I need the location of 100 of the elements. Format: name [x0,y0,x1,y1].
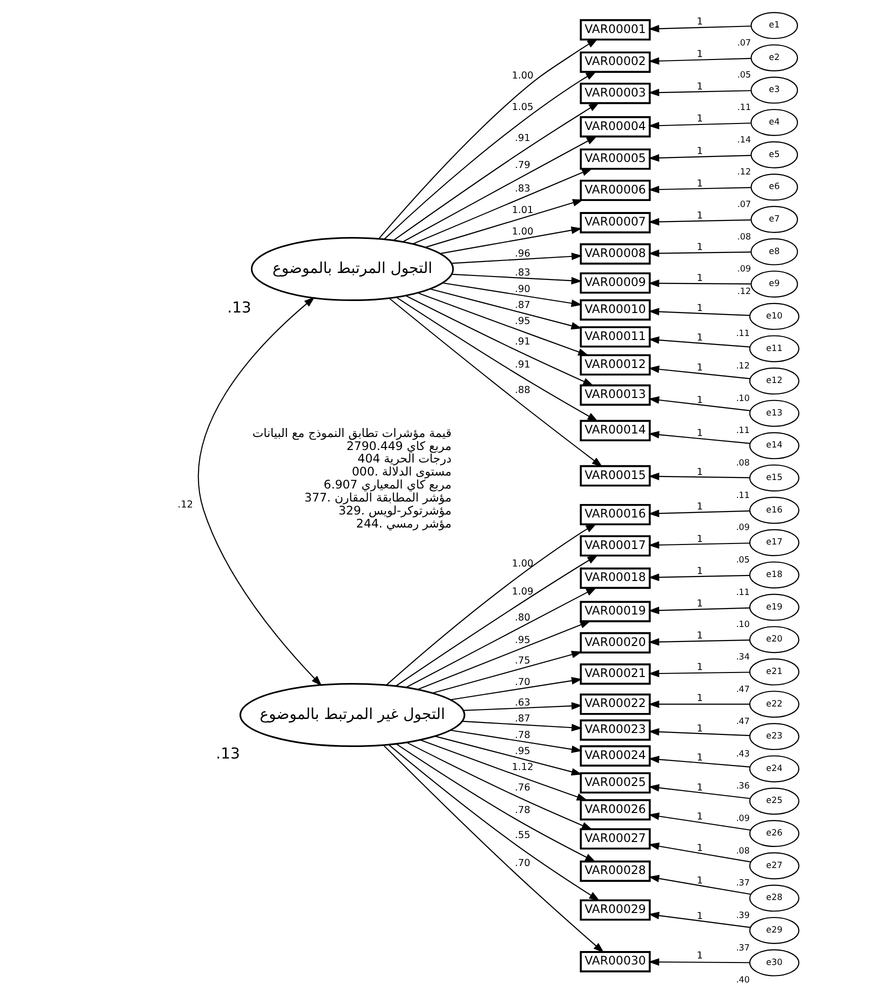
label: قيمة مؤشرات تطابق النموذج مع البيانات [252,426,451,440]
node-box: VAR00025 [579,772,650,794]
node-label: .12 [736,287,750,298]
arrow [392,102,600,241]
arrow [648,57,750,65]
arrow [648,24,750,32]
arrow [648,366,750,380]
edge-label: .79 [514,160,530,171]
node-label: .37 [736,878,750,889]
node-ellipse: e30 [748,949,799,976]
node-label: .11 [736,103,750,114]
edge-label: 1 [696,782,702,794]
node-box: VAR00007 [579,212,650,234]
arrow [198,296,322,686]
arrow [648,700,750,708]
edge-label: .55 [514,830,530,842]
arrow [378,38,598,239]
node-ellipse: e26 [748,820,799,847]
arrow [402,136,597,242]
node-box: VAR00002 [579,52,650,73]
label: مربع كاي المعياري 6.907 [323,478,451,492]
arrow [648,912,750,928]
edge-label: 1.05 [511,102,533,113]
edge-label: 1.00 [511,558,533,570]
arrow [648,670,750,678]
node-box: VAR00006 [579,180,650,202]
node-ellipse: e16 [748,496,799,524]
node-box: VAR00011 [579,326,650,348]
edge-label: 1.09 [511,586,533,598]
label: مربع كاي 2790.449 [346,438,451,453]
node-box: VAR00024 [579,745,650,767]
node-box: VAR00023 [579,719,650,741]
arrow [648,308,750,316]
node-label: .09 [736,264,750,275]
node-ellipse: e5 [750,141,798,168]
node-label: .10 [736,620,750,630]
node-ellipse: e19 [748,594,799,621]
node-ellipse: e3 [750,76,798,104]
node-box: VAR00026 [579,799,650,820]
edge-label: .12 [177,499,193,510]
edge-label: .78 [514,805,530,816]
node-box: VAR00029 [579,899,650,921]
node-label: .13 [215,744,240,762]
arrow [648,280,750,288]
arrow [432,650,582,694]
arrow [648,606,750,614]
arrow [648,728,750,736]
node-box: VAR00004 [579,116,650,138]
arrow [388,744,600,901]
arrow [648,396,750,412]
node-ellipse: e24 [748,755,799,782]
edge-label: 1 [696,178,702,190]
arrow [451,252,582,264]
node-label: .05 [736,555,750,566]
node-label: .47 [736,717,750,728]
node-label: .37 [736,943,750,954]
edge-label: 1 [696,875,702,886]
arrow [648,874,750,895]
edge-label: .95 [514,746,530,757]
edge-label: 1 [696,466,702,478]
arrow [648,472,750,480]
label: مؤشرتوكر-لويس .329 [338,503,451,518]
node-ellipse: e15 [748,464,799,492]
node-ellipse: e14 [748,432,799,460]
node-ellipse: e25 [748,788,799,815]
node-ellipse: e29 [748,916,799,944]
arrow [462,720,582,732]
arrow [424,199,583,248]
node-label: .14 [736,135,750,146]
node-label: .11 [736,490,750,501]
arrow [386,524,596,686]
node-label: .11 [736,329,750,340]
arrow [412,168,592,244]
node-ellipse: e13 [748,400,799,427]
edge-label: .90 [514,284,530,295]
arrow [648,574,750,582]
arrow [450,677,582,700]
node-ellipse: e10 [748,302,799,330]
edge-label: .91 [514,359,530,370]
arrow [648,336,750,348]
edge-label: .91 [514,336,530,348]
node-label: .34 [736,652,750,662]
node-ellipse: e4 [750,108,798,136]
edge-label: .75 [514,656,530,666]
node-label: .07 [736,200,750,210]
arrow [648,812,750,831]
edge-label: 1.12 [511,762,533,774]
arrow [648,154,750,162]
node-ellipse: e22 [748,690,799,718]
edge-label: 1 [696,566,702,578]
edge-label: 1.00 [511,226,533,238]
node-box: VAR00013 [579,384,650,406]
arrow [648,638,750,646]
arrow [648,958,750,966]
edge-label: .76 [514,782,530,794]
arrow [382,744,604,953]
node-box: VAR00027 [579,828,650,850]
arrow [648,510,750,518]
edge-label: .95 [514,635,530,646]
node-label: .11 [736,426,750,436]
